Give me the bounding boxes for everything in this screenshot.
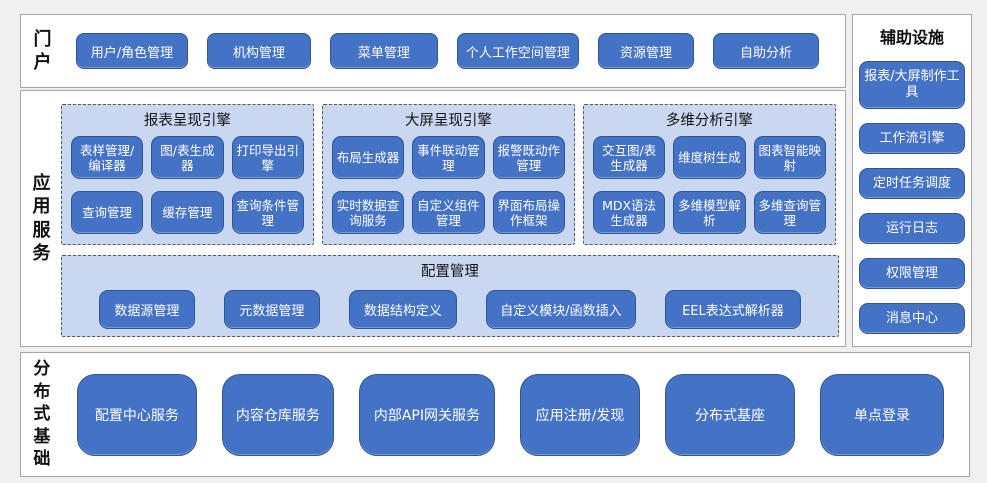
- group-title-olap-engine: 多维分析引擎: [665, 113, 753, 129]
- btn-query-mgmt[interactable]: 查询管理: [70, 191, 144, 234]
- btn-query-condition-mgmt[interactable]: 查询条件管理: [231, 191, 304, 234]
- group-title-report-render-engine: 报表呈现引擎: [143, 113, 231, 129]
- btn-config-center-service[interactable]: 配置中心服务: [76, 373, 197, 456]
- btn-template-mgmt-compiler[interactable]: 表样管理/编译器: [70, 136, 144, 179]
- btn-metadata-mgmt[interactable]: 元数据管理: [223, 290, 320, 329]
- btn-realtime-data-query-service[interactable]: 实时数据查询服务: [331, 191, 405, 234]
- app-services-label: 应用服务: [32, 172, 51, 264]
- btn-chart-table-generator[interactable]: 图/表生成器: [151, 136, 224, 179]
- portal-section: 门户 用户/角色管理 机构管理 菜单管理 个人工作空间管理 资源管理 自助分析: [20, 14, 846, 88]
- distributed-base-section: 分布式基础 配置中心服务 内容仓库服务 内部API网关服务 应用注册/发现 分布…: [20, 352, 970, 477]
- group-grid-report: 表样管理/编译器 图/表生成器 打印导出引擎 查询管理 缓存管理 查询条件管理: [70, 136, 304, 234]
- distributed-button-row: 配置中心服务 内容仓库服务 内部API网关服务 应用注册/发现 分布式基座 单点…: [51, 373, 969, 456]
- group-config-management: 配置管理 数据源管理 元数据管理 数据结构定义 自定义模块/函数插入 EEL表达…: [60, 255, 839, 337]
- auxiliary-label: 辅助设施: [879, 28, 944, 47]
- app-services-content: 报表呈现引擎 表样管理/编译器 图/表生成器 打印导出引擎 查询管理 缓存管理 …: [51, 91, 845, 346]
- btn-alarm-action-mgmt[interactable]: 报警既动作管理: [492, 136, 565, 179]
- portal-button-row: 用户/角色管理 机构管理 菜单管理 个人工作空间管理 资源管理 自助分析: [52, 33, 845, 69]
- btn-distributed-base-platform[interactable]: 分布式基座: [664, 373, 795, 456]
- btn-dimension-tree-generation[interactable]: 维度树生成: [673, 136, 746, 179]
- btn-permission-mgmt[interactable]: 权限管理: [859, 258, 965, 289]
- btn-scheduled-task-dispatch[interactable]: 定时任务调度: [859, 168, 965, 199]
- group-grid-bigscreen: 布局生成器 事件联动管理 报警既动作管理 实时数据查询服务 自定义组件管理 界面…: [331, 136, 565, 234]
- btn-personal-workspace-mgmt[interactable]: 个人工作空间管理: [456, 33, 579, 69]
- btn-report-bigscreen-authoring-tool[interactable]: 报表/大屏制作工具: [859, 61, 965, 109]
- group-report-render-engine: 报表呈现引擎 表样管理/编译器 图/表生成器 打印导出引擎 查询管理 缓存管理 …: [60, 104, 314, 245]
- btn-eel-expression-parser[interactable]: EEL表达式解析器: [664, 290, 801, 329]
- distributed-base-label: 分布式基础: [33, 359, 51, 470]
- group-olap-engine: 多维分析引擎 交互图/表生成器 维度树生成 图表智能映射 MDX语法生成器 多维…: [582, 104, 836, 245]
- btn-org-mgmt[interactable]: 机构管理: [206, 33, 311, 69]
- btn-custom-component-mgmt[interactable]: 自定义组件管理: [412, 191, 485, 234]
- btn-multidim-query-mgmt[interactable]: 多维查询管理: [753, 191, 826, 234]
- btn-menu-mgmt[interactable]: 菜单管理: [329, 33, 438, 69]
- group-grid-olap: 交互图/表生成器 维度树生成 图表智能映射 MDX语法生成器 多维模型解析 多维…: [592, 136, 826, 234]
- auxiliary-section: 辅助设施 报表/大屏制作工具 工作流引擎 定时任务调度 运行日志 权限管理 消息…: [852, 14, 972, 347]
- btn-chart-smart-mapping[interactable]: 图表智能映射: [753, 136, 826, 179]
- btn-cache-mgmt[interactable]: 缓存管理: [151, 191, 224, 234]
- btn-content-repository-service[interactable]: 内容仓库服务: [221, 373, 334, 456]
- group-title-bigscreen-render-engine: 大屏呈现引擎: [404, 113, 492, 129]
- btn-datasource-mgmt[interactable]: 数据源管理: [98, 290, 195, 329]
- btn-self-service-analysis[interactable]: 自助分析: [712, 33, 819, 69]
- btn-message-center[interactable]: 消息中心: [859, 303, 965, 334]
- engine-groups-row: 报表呈现引擎 表样管理/编译器 图/表生成器 打印导出引擎 查询管理 缓存管理 …: [60, 104, 839, 245]
- app-services-section: 应用服务 报表呈现引擎 表样管理/编译器 图/表生成器 打印导出引擎 查询管理 …: [20, 90, 846, 347]
- btn-custom-module-function-insert[interactable]: 自定义模块/函数插入: [485, 290, 636, 329]
- btn-interactive-chart-generator[interactable]: 交互图/表生成器: [592, 136, 666, 179]
- btn-print-export-engine[interactable]: 打印导出引擎: [231, 136, 304, 179]
- btn-user-role-mgmt[interactable]: 用户/角色管理: [75, 33, 188, 69]
- btn-run-log[interactable]: 运行日志: [859, 213, 965, 244]
- group-bigscreen-render-engine: 大屏呈现引擎 布局生成器 事件联动管理 报警既动作管理 实时数据查询服务 自定义…: [321, 104, 575, 245]
- btn-data-structure-definition[interactable]: 数据结构定义: [348, 290, 457, 329]
- btn-app-registration-discovery[interactable]: 应用注册/发现: [519, 373, 640, 456]
- btn-layout-generator[interactable]: 布局生成器: [331, 136, 405, 179]
- btn-workflow-engine[interactable]: 工作流引擎: [859, 123, 965, 154]
- btn-resource-mgmt[interactable]: 资源管理: [597, 33, 694, 69]
- btn-internal-api-gateway-service[interactable]: 内部API网关服务: [358, 373, 495, 456]
- config-button-row: 数据源管理 元数据管理 数据结构定义 自定义模块/函数插入 EEL表达式解析器: [72, 290, 828, 329]
- portal-label: 门户: [33, 28, 52, 73]
- btn-multidim-model-parsing[interactable]: 多维模型解析: [673, 191, 746, 234]
- btn-event-linkage-mgmt[interactable]: 事件联动管理: [412, 136, 485, 179]
- btn-ui-layout-operation-framework[interactable]: 界面布局操作框架: [492, 191, 565, 234]
- group-title-config-management: 配置管理: [420, 264, 479, 280]
- btn-mdx-syntax-generator[interactable]: MDX语法生成器: [592, 191, 666, 234]
- btn-single-sign-on[interactable]: 单点登录: [820, 373, 944, 456]
